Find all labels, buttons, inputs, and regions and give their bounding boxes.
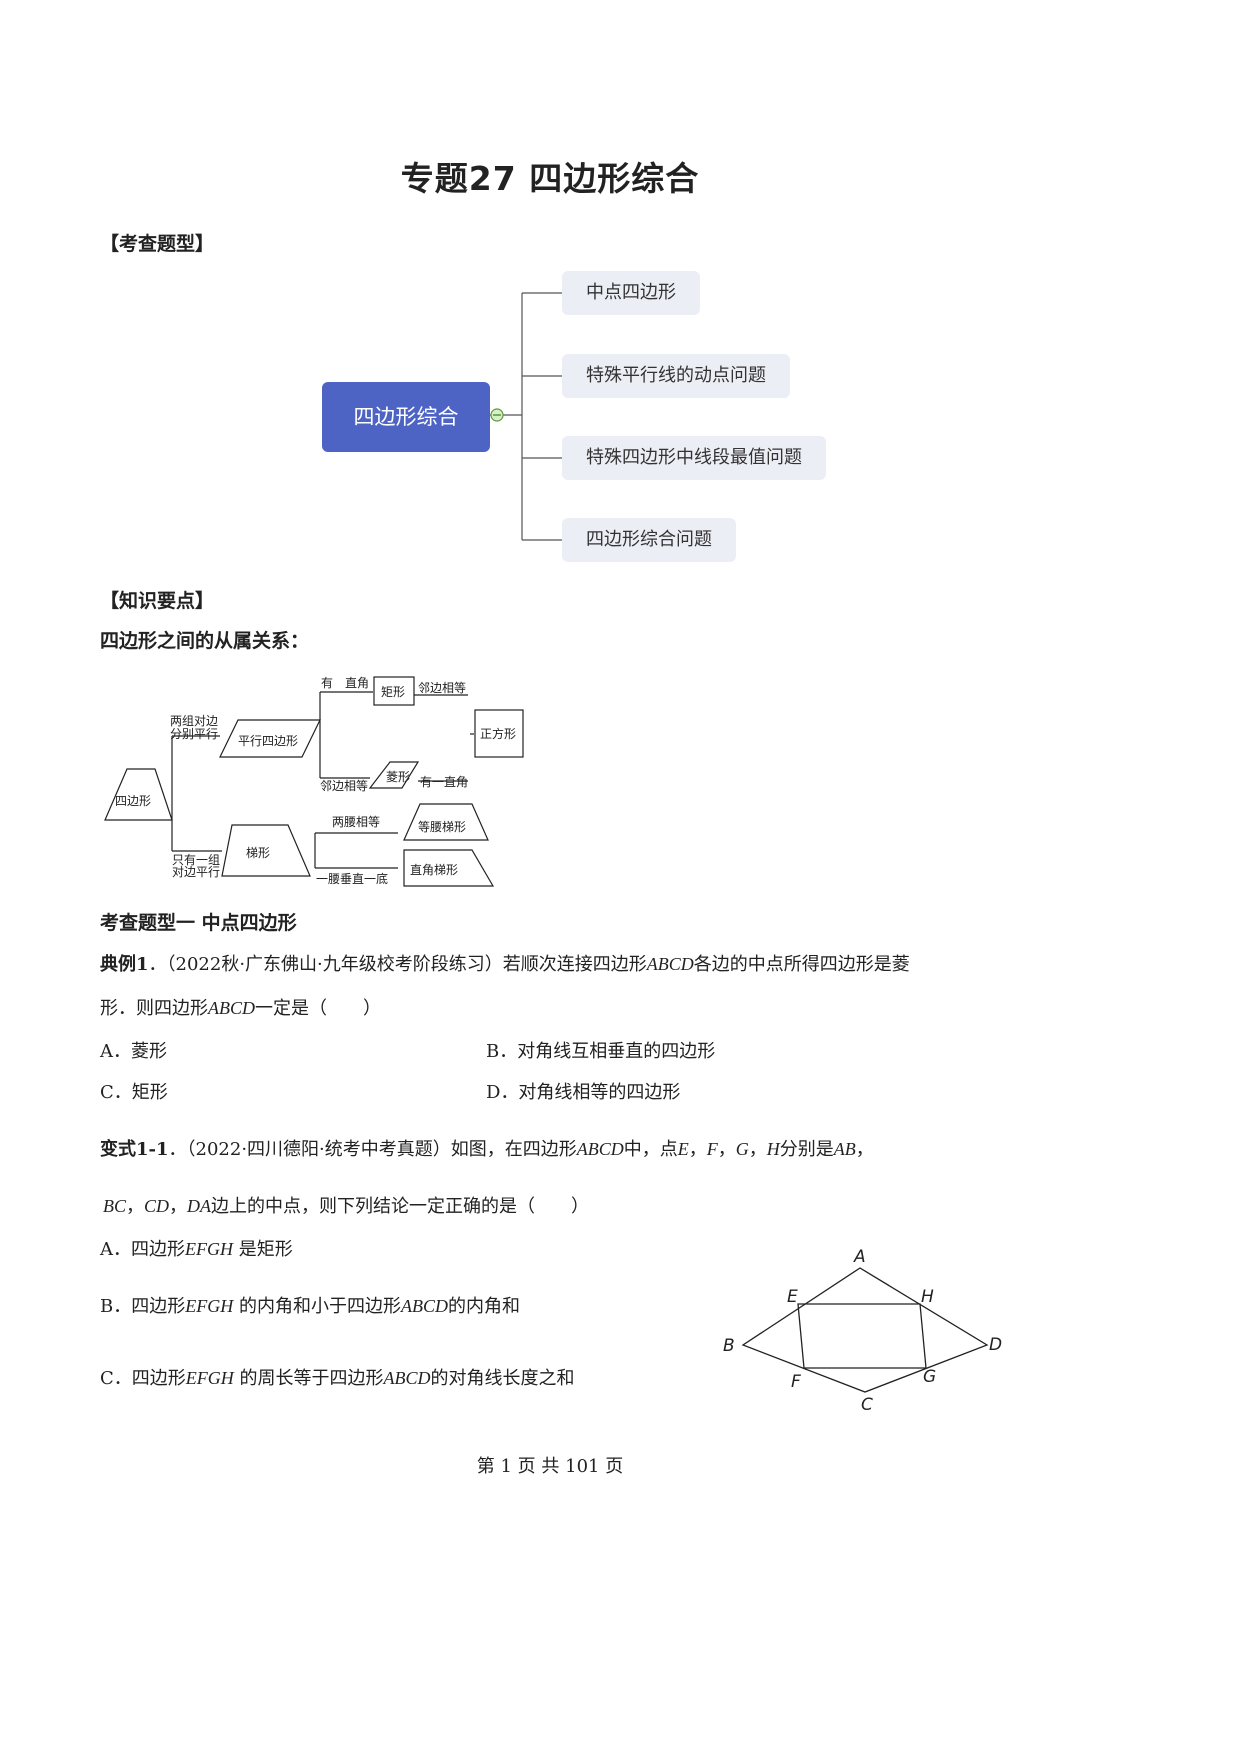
cond-two-pairs-line2: 分别平行 xyxy=(170,727,218,741)
quadrilateral-abcd xyxy=(741,1267,989,1393)
cond-two-pairs-line1: 两组对边 xyxy=(170,714,218,728)
cond-right-b: 直角 xyxy=(345,676,369,690)
variant1-label: 变式1-1 xyxy=(100,1139,169,1160)
cond-one-pair-line1: 只有一组 xyxy=(172,853,220,867)
mindmap-connectors xyxy=(490,292,562,541)
label-point-b: B xyxy=(723,1336,735,1356)
mindmap-branch-4[interactable]: 四边形综合问题 xyxy=(562,518,736,562)
right-trapezoid-shape xyxy=(403,849,495,887)
quadrilateral-midpoint-figure: A B C D E F G H xyxy=(723,1247,1002,1415)
label-point-a: A xyxy=(853,1247,866,1267)
variant1-line1: 变式1-1．（2022·四川德阳·统考中考真题）如图，在四边形ABCD中，点E，… xyxy=(100,1139,874,1160)
variant1-option-b[interactable]: B．四边形EFGH 的内角和小于四边形ABCD的内角和 xyxy=(100,1296,520,1317)
label-right-trapezoid: 直角梯形 xyxy=(410,863,458,877)
parallelogram-shape xyxy=(219,719,321,758)
label-quadrilateral: 四边形 xyxy=(115,794,151,808)
variant1-option-a[interactable]: A．四边形EFGH 是矩形 xyxy=(100,1239,293,1260)
label-point-c: C xyxy=(861,1395,873,1415)
page-title: 专题27 四边形综合 xyxy=(400,159,700,198)
label-trapezoid: 梯形 xyxy=(246,846,270,860)
variant1-option-c[interactable]: C．四边形EFGH 的周长等于四边形ABCD的对角线长度之和 xyxy=(100,1368,575,1389)
label-rhombus: 菱形 xyxy=(386,770,410,784)
isosceles-trapezoid-shape xyxy=(403,803,489,841)
mindmap-branch-3[interactable]: 特殊四边形中线段最值问题 xyxy=(562,436,826,480)
section-heading-knowledge: 【知识要点】 xyxy=(100,590,215,612)
example1-option-a[interactable]: A．菱形 xyxy=(100,1041,167,1062)
label-isosceles-trapezoid: 等腰梯形 xyxy=(418,820,466,834)
cond-leg-perp: 一腰垂直一底 xyxy=(316,871,388,886)
label-point-f: F xyxy=(791,1372,801,1392)
example1-line1: 典例1．（2022秋·广东佛山·九年级校考阶段练习）若顺次连接四边形ABCD各边… xyxy=(100,954,910,975)
label-point-e: E xyxy=(787,1287,798,1307)
label-point-h: H xyxy=(921,1287,934,1307)
rectangle-shape xyxy=(373,676,415,706)
label-parallelogram: 平行四边形 xyxy=(238,734,298,748)
page-footer: 第 1 页 共 101 页 xyxy=(476,1456,624,1477)
example1-option-d[interactable]: D．对角线相等的四边形 xyxy=(486,1082,681,1103)
cond-one-right: 有一直角 xyxy=(420,775,468,789)
rhombus-shape xyxy=(368,761,420,789)
quadrilateral-hierarchy-diagram: 四边形 平行四边形 梯形 矩形 菱形 正方形 等腰梯形 直角梯形 两组对边 分别… xyxy=(104,676,524,887)
label-square: 正方形 xyxy=(480,726,516,741)
mindmap-root[interactable]: 四边形综合 xyxy=(322,382,490,452)
mindmap-branch-2[interactable]: 特殊平行线的动点问题 xyxy=(562,354,790,398)
cond-adjacent-equal-top: 邻边相等 xyxy=(418,681,466,695)
example1-option-c[interactable]: C．矩形 xyxy=(100,1082,168,1103)
example1-line2: 形．则四边形ABCD一定是（ ） xyxy=(100,998,381,1019)
section-heading-types: 【考查题型】 xyxy=(100,233,215,255)
quadrilateral-efgh xyxy=(797,1303,927,1369)
type1-heading: 考查题型一 中点四边形 xyxy=(100,912,297,934)
variant1-line2: BC，CD，DA边上的中点，则下列结论一定正确的是（ ） xyxy=(103,1196,590,1217)
cond-adjacent-equal-bottom: 邻边相等 xyxy=(320,779,368,793)
relation-heading: 四边形之间的从属关系： xyxy=(100,630,310,652)
example1-label: 典例1 xyxy=(100,954,149,975)
example1-option-b[interactable]: B．对角线互相垂直的四边形 xyxy=(486,1041,716,1062)
mindmap-branch-1[interactable]: 中点四边形 xyxy=(562,271,700,315)
cond-right-a: 有 xyxy=(321,676,333,690)
cond-legs-equal: 两腰相等 xyxy=(332,815,380,829)
trapezoid-shape xyxy=(221,824,311,877)
square-shape xyxy=(474,709,524,758)
label-point-d: D xyxy=(989,1335,1002,1355)
label-point-g: G xyxy=(923,1367,936,1387)
cond-one-pair-line2: 对边平行 xyxy=(172,865,220,879)
label-rectangle: 矩形 xyxy=(381,685,405,699)
